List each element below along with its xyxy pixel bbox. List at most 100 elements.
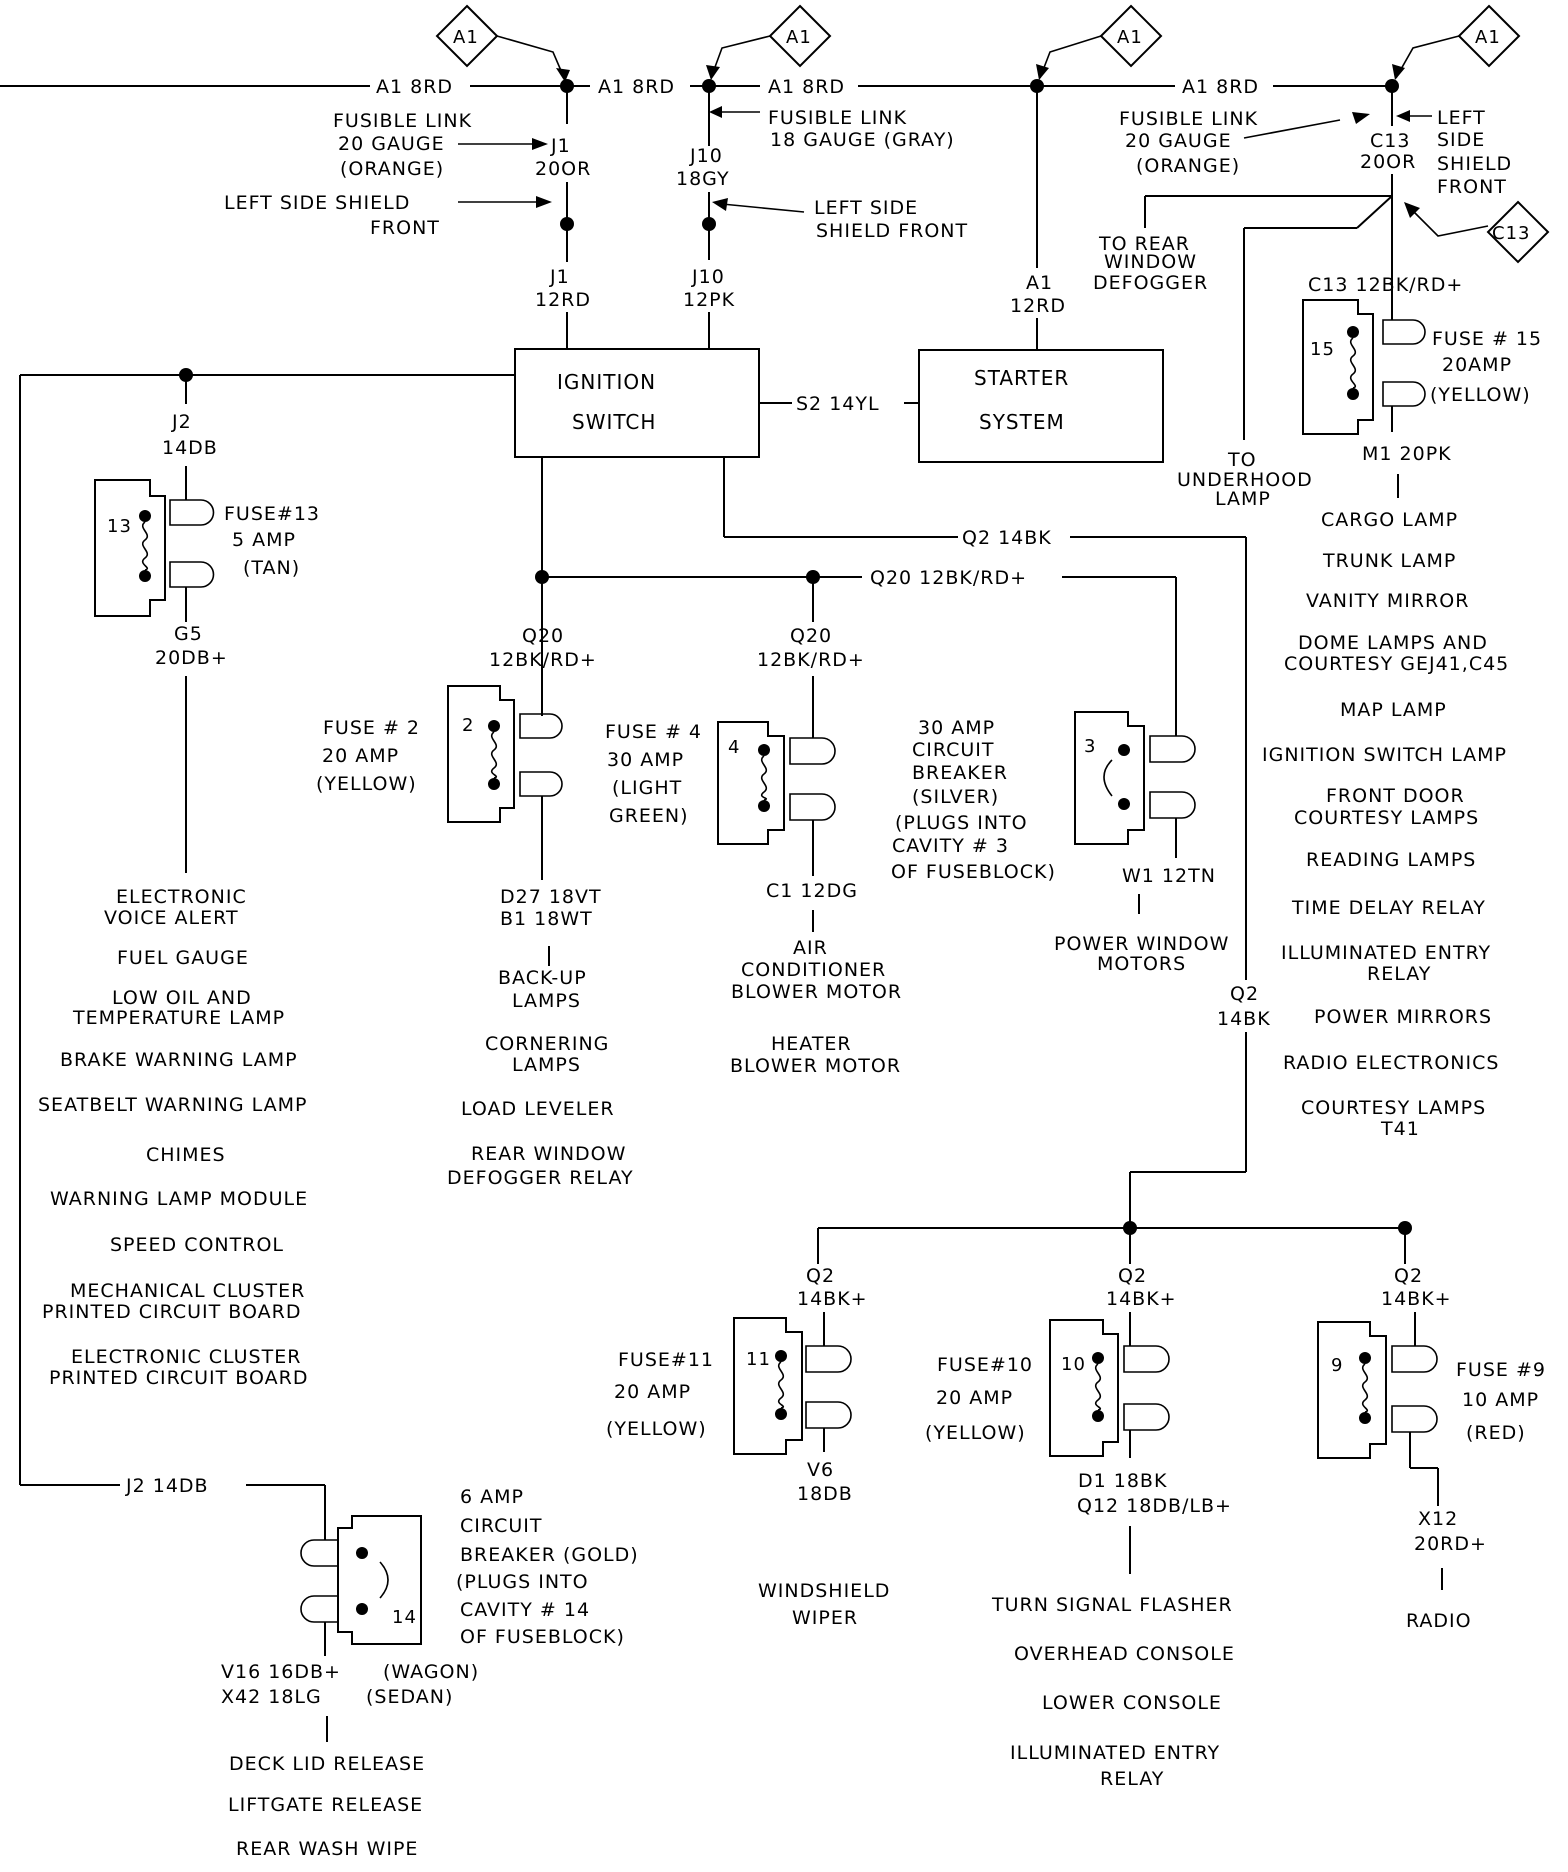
fuse-2: Q20 12BK/RD+ 2 FUSE # 2 20 AMP (YELLOW) … xyxy=(316,625,602,966)
s2-wire: S2 14YL xyxy=(759,393,919,415)
fuse-13-loads: ELECTRONIC VOICE ALERT FUEL GAUGE LOW OI… xyxy=(38,886,308,1389)
bus-wire-label-4: A1 8RD xyxy=(1182,76,1259,98)
load-item: MAP LAMP xyxy=(1340,699,1447,721)
breaker-3-line6: CAVITY # 3 xyxy=(892,835,1009,857)
fuse-2-line1: FUSE # 2 xyxy=(323,717,420,739)
j1-out-code1: J1 xyxy=(549,266,570,288)
j10-out-code1: J10 xyxy=(691,266,725,288)
a1-connector-ref-2: A1 xyxy=(706,4,832,80)
load-item: LOAD LEVELER xyxy=(461,1098,615,1120)
breaker-14-line4: (PLUGS INTO xyxy=(456,1571,589,1593)
fusible-link-j1: FUSIBLE LINK 20 GAUGE (ORANGE) J1 20OR L… xyxy=(224,86,591,349)
load-item: PRINTED CIRCUIT BOARD xyxy=(49,1367,308,1389)
fuse-10-line2: 20 AMP xyxy=(936,1387,1013,1409)
right-shield-line1: LEFT xyxy=(1437,107,1486,129)
load-item: READING LAMPS xyxy=(1306,849,1476,871)
fuse-4-feed1: Q20 xyxy=(790,625,832,647)
a1-connector-ref-1: A1 xyxy=(435,4,570,82)
fuse-11-out2: 18DB xyxy=(797,1483,853,1505)
fusible-link-right-code1: C13 xyxy=(1370,130,1410,152)
breaker-3-out1: W1 12TN xyxy=(1122,865,1216,887)
load-item: RADIO ELECTRONICS xyxy=(1283,1052,1499,1074)
svg-text:A1: A1 xyxy=(1117,27,1143,48)
a1-connector-ref-3: A1 xyxy=(1036,4,1163,80)
fuse-11-line3: (YELLOW) xyxy=(606,1418,707,1440)
fuse-11-loads: WINDSHIELD WIPER xyxy=(758,1580,890,1629)
circuit-breaker-14: J2 14DB 14 6 AMP CIRCUIT BREAKER (GOLD) … xyxy=(125,1475,638,1742)
svg-text:LAMP: LAMP xyxy=(1215,488,1271,510)
breaker-14-out2-note: (SEDAN) xyxy=(366,1686,453,1708)
fuse-10-feed2: 14BK+ xyxy=(1106,1288,1177,1310)
load-item: COURTESY LAMPS xyxy=(1301,1097,1486,1119)
fuse-10-cavity: 10 xyxy=(1061,1354,1086,1375)
breaker-14-line2: CIRCUIT xyxy=(460,1515,543,1537)
fusible-link-center-code2: 18GY xyxy=(676,168,730,190)
svg-text:A1: A1 xyxy=(786,27,812,48)
fusible-link-left-line1: FUSIBLE LINK xyxy=(333,110,472,132)
fuse-10-loads: TURN SIGNAL FLASHER OVERHEAD CONSOLE LOW… xyxy=(991,1594,1234,1790)
circuit-breaker-3: 30 AMP CIRCUIT BREAKER (SILVER) (PLUGS I… xyxy=(891,711,1216,914)
breaker-3-loads: POWER WINDOW MOTORS xyxy=(1054,933,1229,975)
breaker-14-cavity: 14 xyxy=(392,1607,417,1628)
starter-feed-code2: 12RD xyxy=(1010,295,1066,317)
breaker-14-out1: V16 16DB+ xyxy=(221,1661,341,1683)
svg-text:WINDOW: WINDOW xyxy=(1104,251,1197,273)
fuse-9-feed2: 14BK+ xyxy=(1381,1288,1452,1310)
load-item: TRUNK LAMP xyxy=(1322,550,1456,572)
fuse-4-line4: GREEN) xyxy=(609,805,689,827)
fuse-15-line2: 20AMP xyxy=(1442,354,1512,376)
load-item: TIME DELAY RELAY xyxy=(1291,897,1486,919)
load-item: POWER WINDOW xyxy=(1054,933,1229,955)
c13-connector-ref: C13 xyxy=(1486,200,1550,264)
load-item: CARGO LAMP xyxy=(1321,509,1458,531)
fuse-15-out: M1 20PK xyxy=(1362,443,1452,465)
load-item: SEATBELT WARNING LAMP xyxy=(38,1094,307,1116)
center-shield-line1: LEFT SIDE xyxy=(814,197,918,219)
load-item: CONDITIONER xyxy=(741,959,886,981)
fuse-9-out2: 20RD+ xyxy=(1414,1533,1487,1555)
load-item: RELAY xyxy=(1100,1768,1164,1790)
load-item: ILLUMINATED ENTRY xyxy=(1010,1742,1220,1764)
breaker-3-line7: OF FUSEBLOCK) xyxy=(891,861,1056,883)
svg-text:A1: A1 xyxy=(1475,27,1501,48)
fuse-2-cavity: 2 xyxy=(462,715,474,736)
fuse-4-line3: (LIGHT xyxy=(612,777,682,799)
load-item: HEATER xyxy=(771,1033,852,1055)
load-item: CORNERING xyxy=(485,1033,609,1055)
fusible-link-left-code2: 20OR xyxy=(535,158,591,180)
starter-feed-code1: A1 xyxy=(1026,272,1053,294)
fuse-2-out1: D27 18VT xyxy=(500,886,602,908)
left-shield-line1: LEFT SIDE SHIELD xyxy=(224,192,410,214)
fusible-link-c13: FUSIBLE LINK 20 GAUGE (ORANGE) C13 20OR … xyxy=(1119,86,1511,440)
svg-text:C13: C13 xyxy=(1492,223,1530,244)
fuse-11: Q2 14BK+ 11 FUSE#11 20 AMP (YELLOW) V6 1… xyxy=(606,1228,867,1505)
top-bus: A1 8RD A1 8RD A1 8RD A1 8RD xyxy=(0,76,1399,98)
fuse-11-line1: FUSE#11 xyxy=(618,1349,714,1371)
fuse-9-line1: FUSE #9 xyxy=(1456,1359,1546,1381)
fuse-13-cavity: 13 xyxy=(107,516,132,537)
fuse-15: C13 12BK/RD+ 15 FUSE # 15 20AMP (YELLOW)… xyxy=(1302,270,1541,498)
load-item: BLOWER MOTOR xyxy=(731,981,902,1003)
q2-drop-code2: 14BK xyxy=(1217,1008,1271,1030)
load-item: SPEED CONTROL xyxy=(110,1234,284,1256)
underhood-lamp-note: TO UNDERHOOD LAMP xyxy=(1177,449,1312,510)
load-item: TURN SIGNAL FLASHER xyxy=(991,1594,1233,1616)
load-item: VOICE ALERT xyxy=(104,907,239,929)
fusible-link-j10: FUSIBLE LINK 18 GAUGE (GRAY) J10 18GY LE… xyxy=(676,86,967,349)
fuse-13-line2: 5 AMP xyxy=(232,529,296,551)
q2-drop-code1: Q2 xyxy=(1230,983,1259,1005)
load-item: FUEL GAUGE xyxy=(117,947,249,969)
load-item: WINDSHIELD xyxy=(758,1580,890,1602)
load-item: ELECTRONIC CLUSTER xyxy=(71,1346,301,1368)
load-item: RADIO xyxy=(1406,1610,1472,1632)
breaker-3-line4: (SILVER) xyxy=(912,786,999,808)
load-item: T41 xyxy=(1380,1118,1420,1140)
svg-text:TO: TO xyxy=(1227,449,1257,471)
svg-text:TO REAR: TO REAR xyxy=(1098,233,1190,255)
load-item: TEMPERATURE LAMP xyxy=(72,1007,285,1029)
breaker-14-line1: 6 AMP xyxy=(460,1486,524,1508)
svg-text:A1: A1 xyxy=(453,27,479,48)
right-shield-line4: FRONT xyxy=(1437,176,1507,198)
load-item: ILLUMINATED ENTRY xyxy=(1281,942,1491,964)
fusible-link-right-line1: FUSIBLE LINK xyxy=(1119,108,1258,130)
